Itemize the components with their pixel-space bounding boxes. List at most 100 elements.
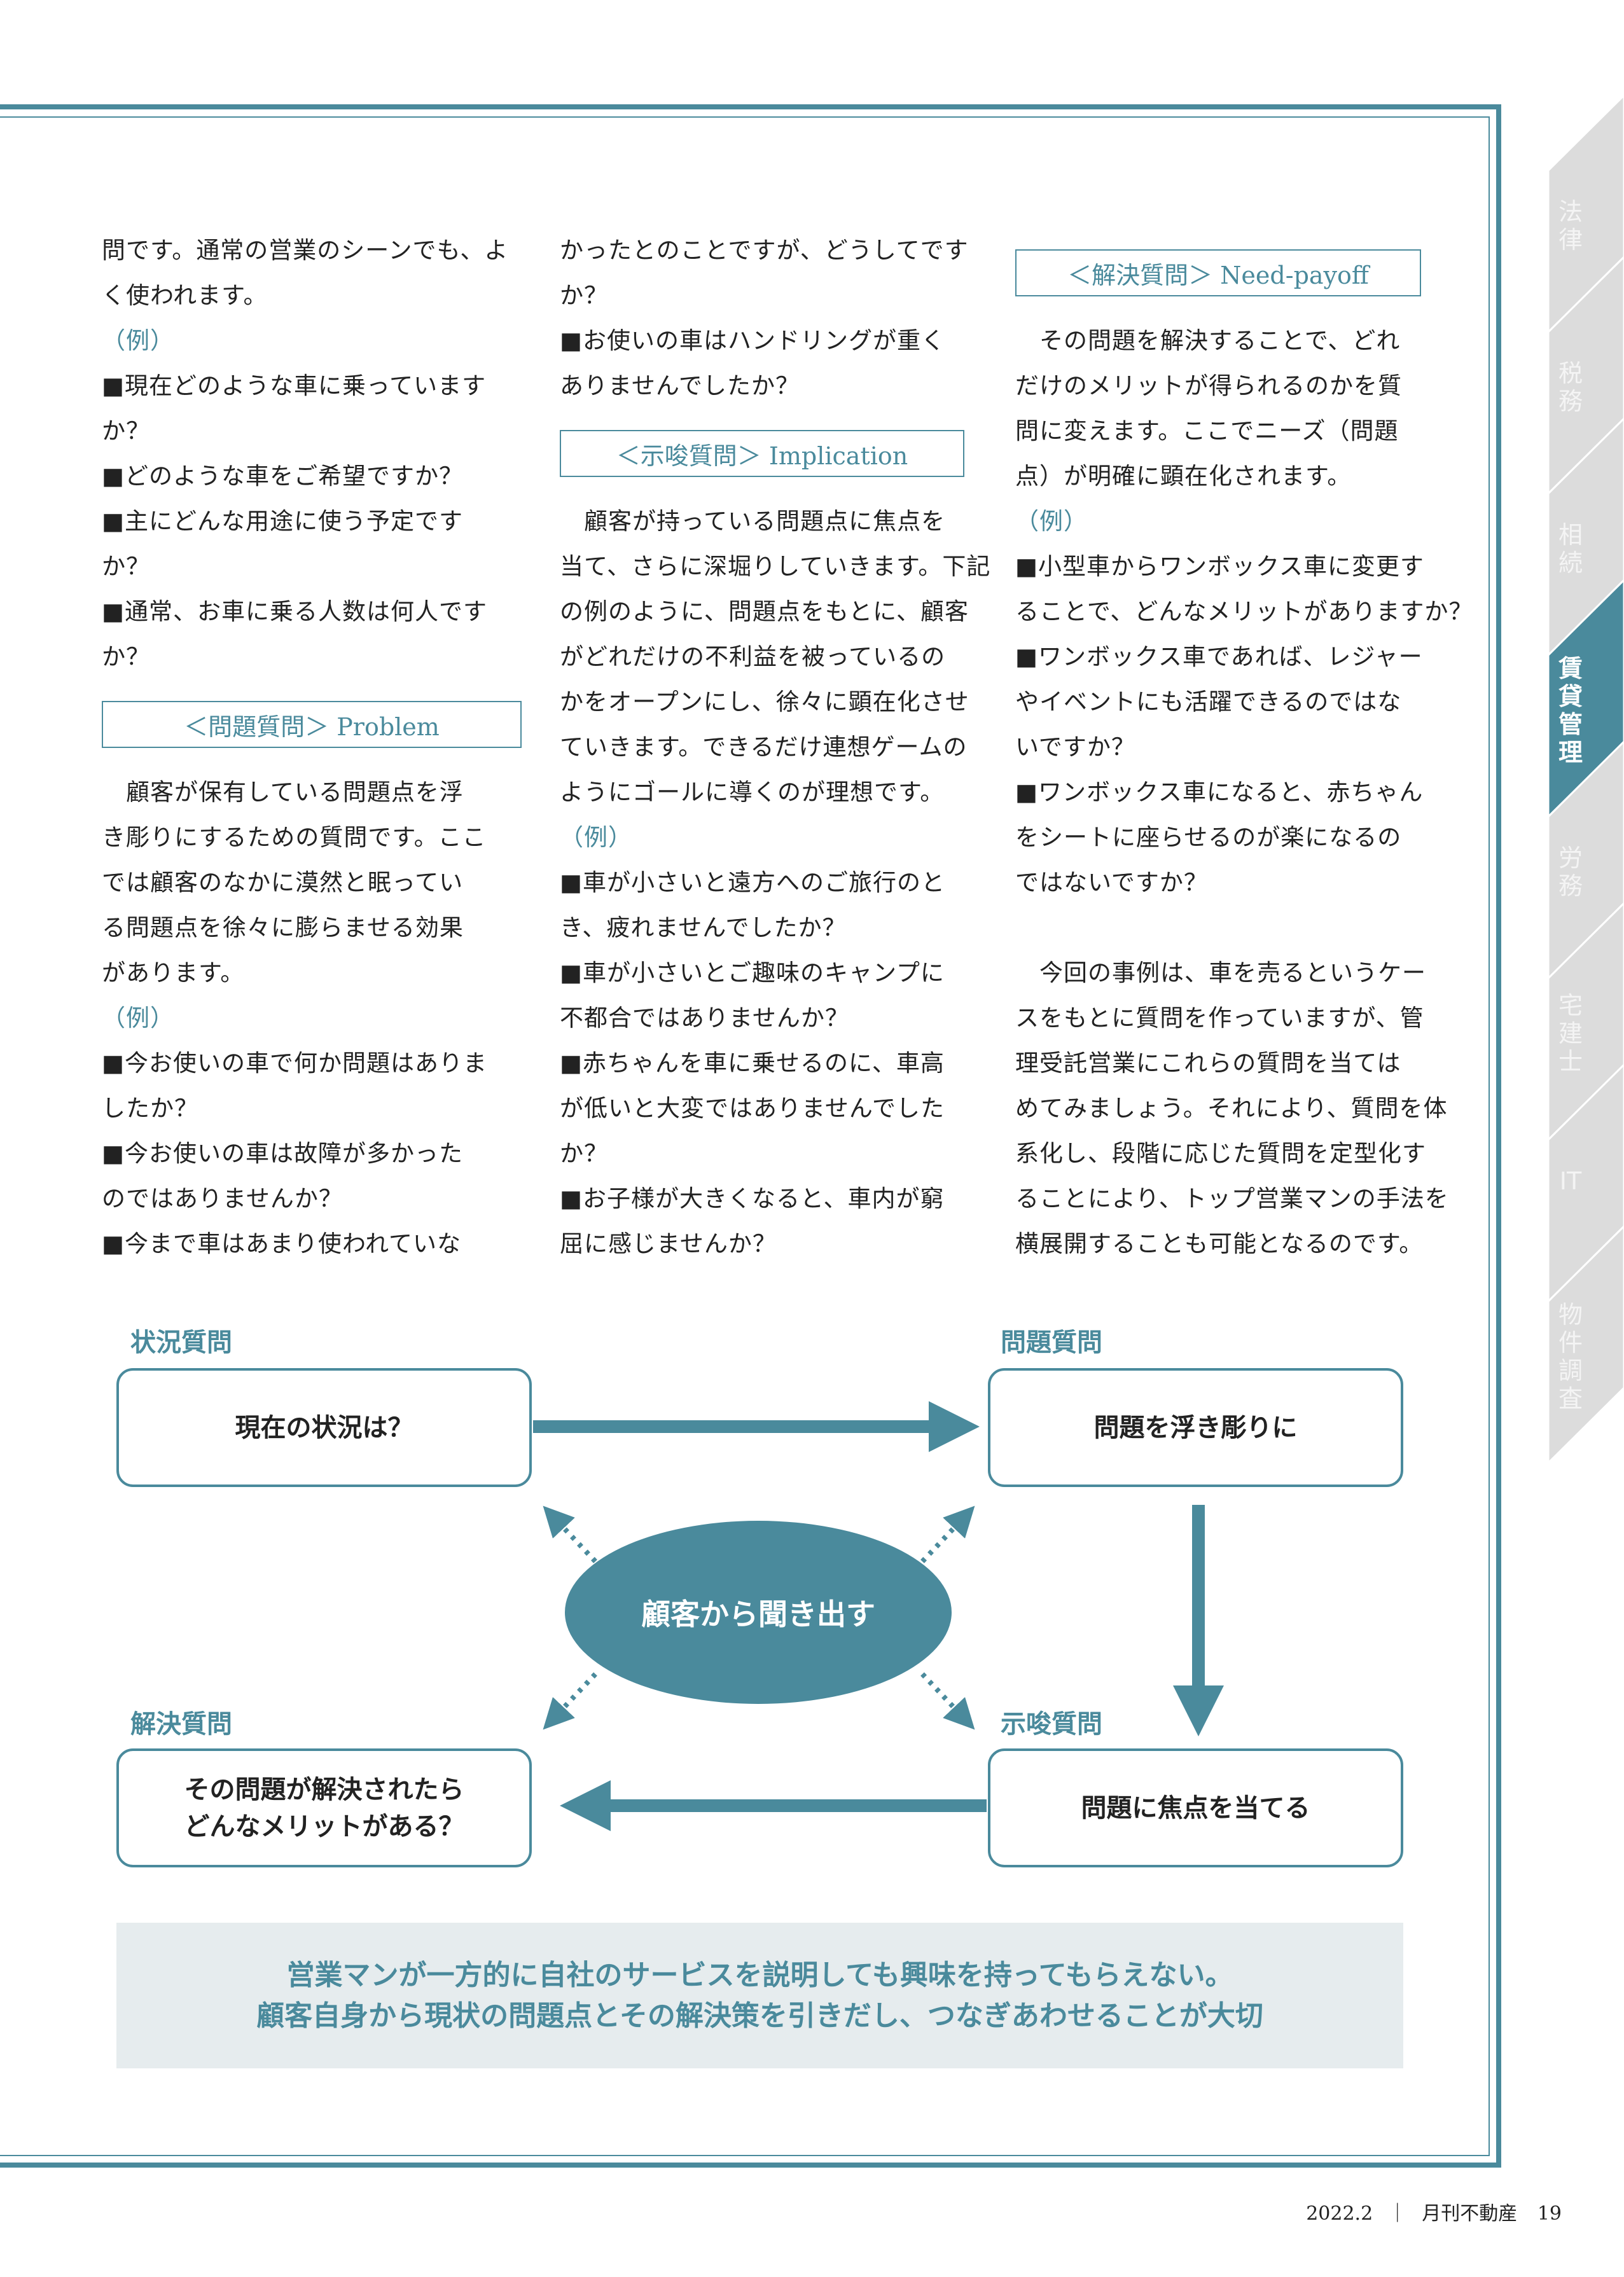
body-text-line: ■お使いの車はハンドリングが重く [560,327,945,354]
tab-2[interactable] [1547,417,1624,658]
tab-label[interactable]: IT [1559,1167,1582,1195]
tab-1[interactable] [1547,255,1624,496]
body-text-line: ■ワンボックス車であれば、レジャー [1015,643,1423,670]
body-text-line: いですか？ [1015,733,1135,761]
tab-0[interactable] [1547,93,1624,335]
needpayoff-box: その問題が解決されたら どんなメリットがある？ [116,1748,532,1867]
tab-label[interactable]: 宅建士 [1558,992,1583,1076]
tab-7[interactable] [1547,1224,1624,1465]
example-label: （例） [1015,508,1088,535]
section-heading: ＜示唆質問＞ Implication [560,408,964,499]
tab-label[interactable]: 法律 [1558,198,1583,254]
body-text-line: ■どのような車をご希望ですか？ [102,462,463,490]
body-text-line: ■今お使いの車で何か問題はありま [102,1049,487,1077]
body-text-line: ■今お使いの車は故障が多かった [102,1140,463,1167]
body-text-line: 不都合ではありませんか？ [560,1004,849,1032]
page-footer: 2022.2 ｜ 月刊不動産 19 [1306,2197,1562,2225]
section-heading: ＜解決質問＞ Need-payoff [1015,228,1421,318]
body-text-line: ていきます。できるだけ連想ゲームの [560,733,968,761]
body-text-line: 横展開することも可能となるのです。 [1015,1230,1424,1257]
problem-box-text: 問題を浮き彫りに [1093,1413,1298,1443]
body-text-line: をシートに座らせるのが楽になるの [1015,824,1402,851]
text-column-2: かったとのことですが、どうしてですか？ ■お使いの車はハンドリングが重くありません… [560,228,991,1266]
situation-box: 現在の状況は？ [116,1368,532,1487]
body-text-line: したか？ [102,1095,198,1122]
tab-label[interactable]: 相続 [1558,521,1583,577]
body-text-line: だけのメリットが得られるのかを質 [1015,372,1402,399]
body-text-line: ようにゴールに導くのが理想です。 [560,779,945,806]
tab-label[interactable]: 物件調査 [1558,1301,1583,1413]
body-text-line: では顧客のなかに漠然と眠ってい [102,869,464,896]
example-label: （例） [560,824,632,851]
footer-issue: 2022.2 [1306,2203,1373,2225]
text-column-1: 問です。通常の営業のシーンでも、よく使われます。 （例） ■現在どのような車に乗って… [102,228,522,1266]
section-heading-text: ＜問題質問＞ Problem [102,701,522,748]
section-heading: ＜問題質問＞ Problem [102,679,522,770]
center-ellipse-text: 顧客から聞き出す [641,1597,875,1631]
body-text-line: その問題を解決することで、どれ [1015,327,1401,354]
body-text-line: か？ [560,282,608,309]
body-text-line: 屈に感じませんか？ [560,1230,777,1257]
body-text-line: があります。 [102,959,245,986]
body-text-line: スをもとに質問を作っていますが、管 [1015,1004,1424,1032]
example-label: （例） [102,327,174,354]
body-text-line: か？ [102,553,150,580]
tab-label[interactable]: 労務 [1558,844,1583,900]
body-text-line: か？ [560,1140,608,1167]
body-text-line: る問題点を徐々に膨らませる効果 [102,914,464,941]
body-text-line: 今回の事例は、車を売るというケー [1015,959,1426,986]
summary-line-2: 顧客自身から現状の問題点とその解決策を引きだし、つなぎあわせることが大切 [256,1999,1263,2032]
tab-label[interactable]: 賃貸管理 [1558,654,1583,766]
summary-line-1: 営業マンが一方的に自社のサービスを説明しても興味を持ってもらえない。 [286,1958,1233,1991]
body-text-line: 問です。通常の営業のシーンでも、よ [102,237,509,264]
section-heading-text: ＜解決質問＞ Need-payoff [1015,249,1421,296]
body-text-line: き彫りにするための質問です。ここ [102,824,487,851]
body-text-line: ■ワンボックス車になると、赤ちゃん [1015,779,1424,806]
body-text-line: く使われます。 [102,282,268,309]
example-label: （例） [102,1004,174,1032]
body-text-line: の例のように、問題点をもとに、顧客 [560,598,969,625]
situation-question-label: 状況質問 [130,1328,232,1357]
body-text-line: ■現在どのような車に乗っています [102,372,487,399]
body-text-line: ■車が小さいと遠方へのご旅行のと [560,869,945,896]
body-text-line: ■今まで車はあまり使われていな [102,1230,461,1257]
body-text-line: やイベントにも活躍できるのではな [1015,688,1402,716]
body-text-line: 点）が明確に顕在化されます。 [1015,462,1352,490]
body-text-line: ありませんでしたか？ [560,372,800,399]
body-text-line: 系化し、段階に応じた質問を定型化す [1015,1140,1426,1167]
footer-separator: ｜ [1387,2203,1407,2225]
needpayoff-box-line2: どんなメリットがある？ [184,1811,464,1841]
body-text-line: かをオープンにし、徐々に顕在化させ [560,688,969,716]
body-text-line: ることで、どんなメリットがありますか？ [1015,598,1473,625]
body-text-line: が低いと大変ではありませんでした [560,1095,945,1122]
implication-box-text: 問題に焦点を当てる [1081,1793,1310,1823]
body-text-line: ■主にどんな用途に使う予定です [102,508,463,535]
center-ellipse: 顧客から聞き出す [565,1521,952,1704]
body-text-line: のではありませんか？ [102,1185,343,1212]
implication-question-label: 示唆質問 [1001,1710,1102,1739]
tab-5[interactable] [1547,901,1624,1142]
situation-box-text: 現在の状況は？ [235,1413,413,1443]
body-text-line: 顧客が持っている問題点に焦点を [560,508,946,535]
tab-4[interactable] [1547,740,1624,981]
body-text-line: ■通常、お車に乗る人数は何人です [102,598,487,625]
tab-label[interactable]: 税務 [1558,359,1583,415]
body-text-line: ■赤ちゃんを車に乗せるのに、車高 [560,1049,945,1077]
body-text-line: がどれだけの不利益を被っているの [560,643,946,670]
body-text-line: 当て、さらに深堀りしていきます。下記 [560,553,991,580]
body-text-line: めてみましょう。それにより、質問を体 [1015,1095,1448,1122]
body-text-line: か？ [102,417,150,445]
dotted-arrow-bottom-left [543,1672,597,1730]
body-text-line: ■車が小さいとご趣味のキャンプに [560,959,945,986]
body-text-line: ではないですか？ [1015,869,1208,896]
summary-message-box: 営業マンが一方的に自社のサービスを説明しても興味を持ってもらえない。 顧客自身か… [116,1923,1403,2068]
body-text-line: かったとのことですが、どうしてです [560,237,969,264]
tab-3[interactable] [1547,578,1624,819]
tab-6[interactable] [1547,1063,1624,1304]
dotted-arrow-top-right [920,1505,975,1563]
body-text-line: ることにより、トップ営業マンの手法を [1015,1185,1449,1212]
section-heading-text: ＜示唆質問＞ Implication [560,430,964,477]
